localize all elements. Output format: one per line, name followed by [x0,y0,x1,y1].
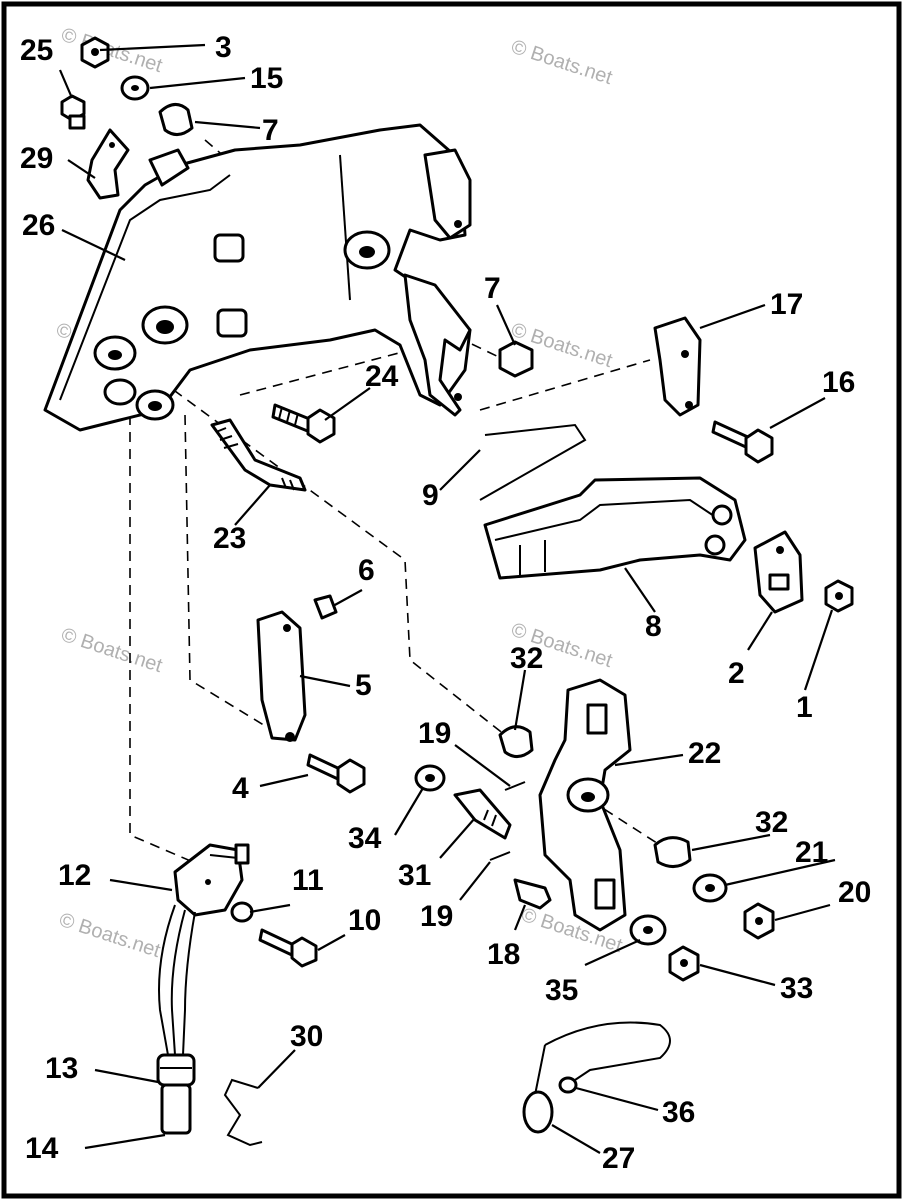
nut-1 [824,579,854,613]
main-bracket [43,123,472,432]
clip-30 [223,1078,263,1147]
callout-34: 34 [348,822,382,855]
wire-loop-27 [522,1021,671,1134]
washer-21 [692,873,728,903]
clip-29 [86,128,130,200]
callout-16: 16 [822,366,855,399]
callout-26: 26 [22,209,55,242]
screw-16 [711,420,774,464]
lever-22 [538,678,632,932]
watermark: © Boats.net [58,24,165,77]
washer-15 [120,75,150,101]
bracket-2 [753,530,804,614]
callout-33: 33 [780,972,813,1005]
callout-5: 5 [355,669,372,702]
callout-8: 8 [645,610,662,643]
callout-3: 3 [215,31,232,64]
callout-2: 2 [728,657,745,690]
nut-20 [743,902,775,940]
callout-labels: 25 3 15 7 29 26 7 17 16 24 9 23 6 8 2 1 … [20,31,871,1175]
connector-14 [156,1053,196,1135]
callout-32: 32 [510,642,543,675]
callout-30: 30 [290,1020,323,1053]
bushing-32-upper [498,725,534,758]
callout-15: 15 [250,62,283,95]
leader-lines [58,43,836,1154]
callout-36: 36 [662,1096,695,1129]
washer-34 [414,764,446,792]
bushing-32-lower [653,836,692,868]
callout-32: 32 [755,806,788,839]
callout-17: 17 [770,288,803,321]
link-5 [256,610,307,742]
cotter-pin-19 [489,781,526,861]
stud-31 [453,788,512,840]
stud-23 [210,418,307,492]
callout-22: 22 [688,737,721,770]
callout-24: 24 [365,360,399,393]
callout-4: 4 [232,772,249,805]
switch-12 [173,843,250,917]
callout-20: 20 [838,876,871,909]
watermark: © Boats.net [58,624,165,677]
wire-harness-13 [158,904,196,1056]
bushing-7-top [158,103,194,136]
pin-36 [558,1076,578,1094]
washer-11 [230,901,254,923]
callout-21: 21 [795,836,828,869]
callout-1: 1 [796,691,813,724]
pin-18 [513,878,552,910]
callout-19: 19 [420,900,453,933]
screw-10 [258,928,318,968]
bushing-7-mid [498,340,534,378]
callout-35: 35 [545,974,578,1007]
pin-6 [313,594,338,620]
callout-7: 7 [484,272,501,305]
callout-12: 12 [58,859,91,892]
nut-33 [668,945,700,982]
callout-23: 23 [213,522,246,555]
callout-14: 14 [25,1132,59,1165]
screw-25 [60,94,86,130]
bracket-17 [653,316,702,417]
callout-11: 11 [292,864,324,897]
callout-25: 25 [20,34,53,67]
callout-6: 6 [358,554,375,587]
screw-24 [271,403,336,444]
watermark: © Boats.net [508,36,615,89]
callout-7: 7 [262,114,279,147]
callout-31: 31 [398,859,431,892]
callout-9: 9 [422,479,439,512]
callout-18: 18 [487,938,520,971]
callout-29: 29 [20,142,53,175]
lever-8 [483,476,747,580]
callout-27: 27 [602,1142,635,1175]
nut-3 [80,36,110,69]
callout-10: 10 [348,904,381,937]
spring-9 [479,423,587,501]
washer-35 [629,914,667,946]
callout-19: 19 [418,717,451,750]
watermark: © Boats.net [56,909,163,962]
screw-4 [306,753,366,794]
callout-13: 13 [45,1052,78,1085]
